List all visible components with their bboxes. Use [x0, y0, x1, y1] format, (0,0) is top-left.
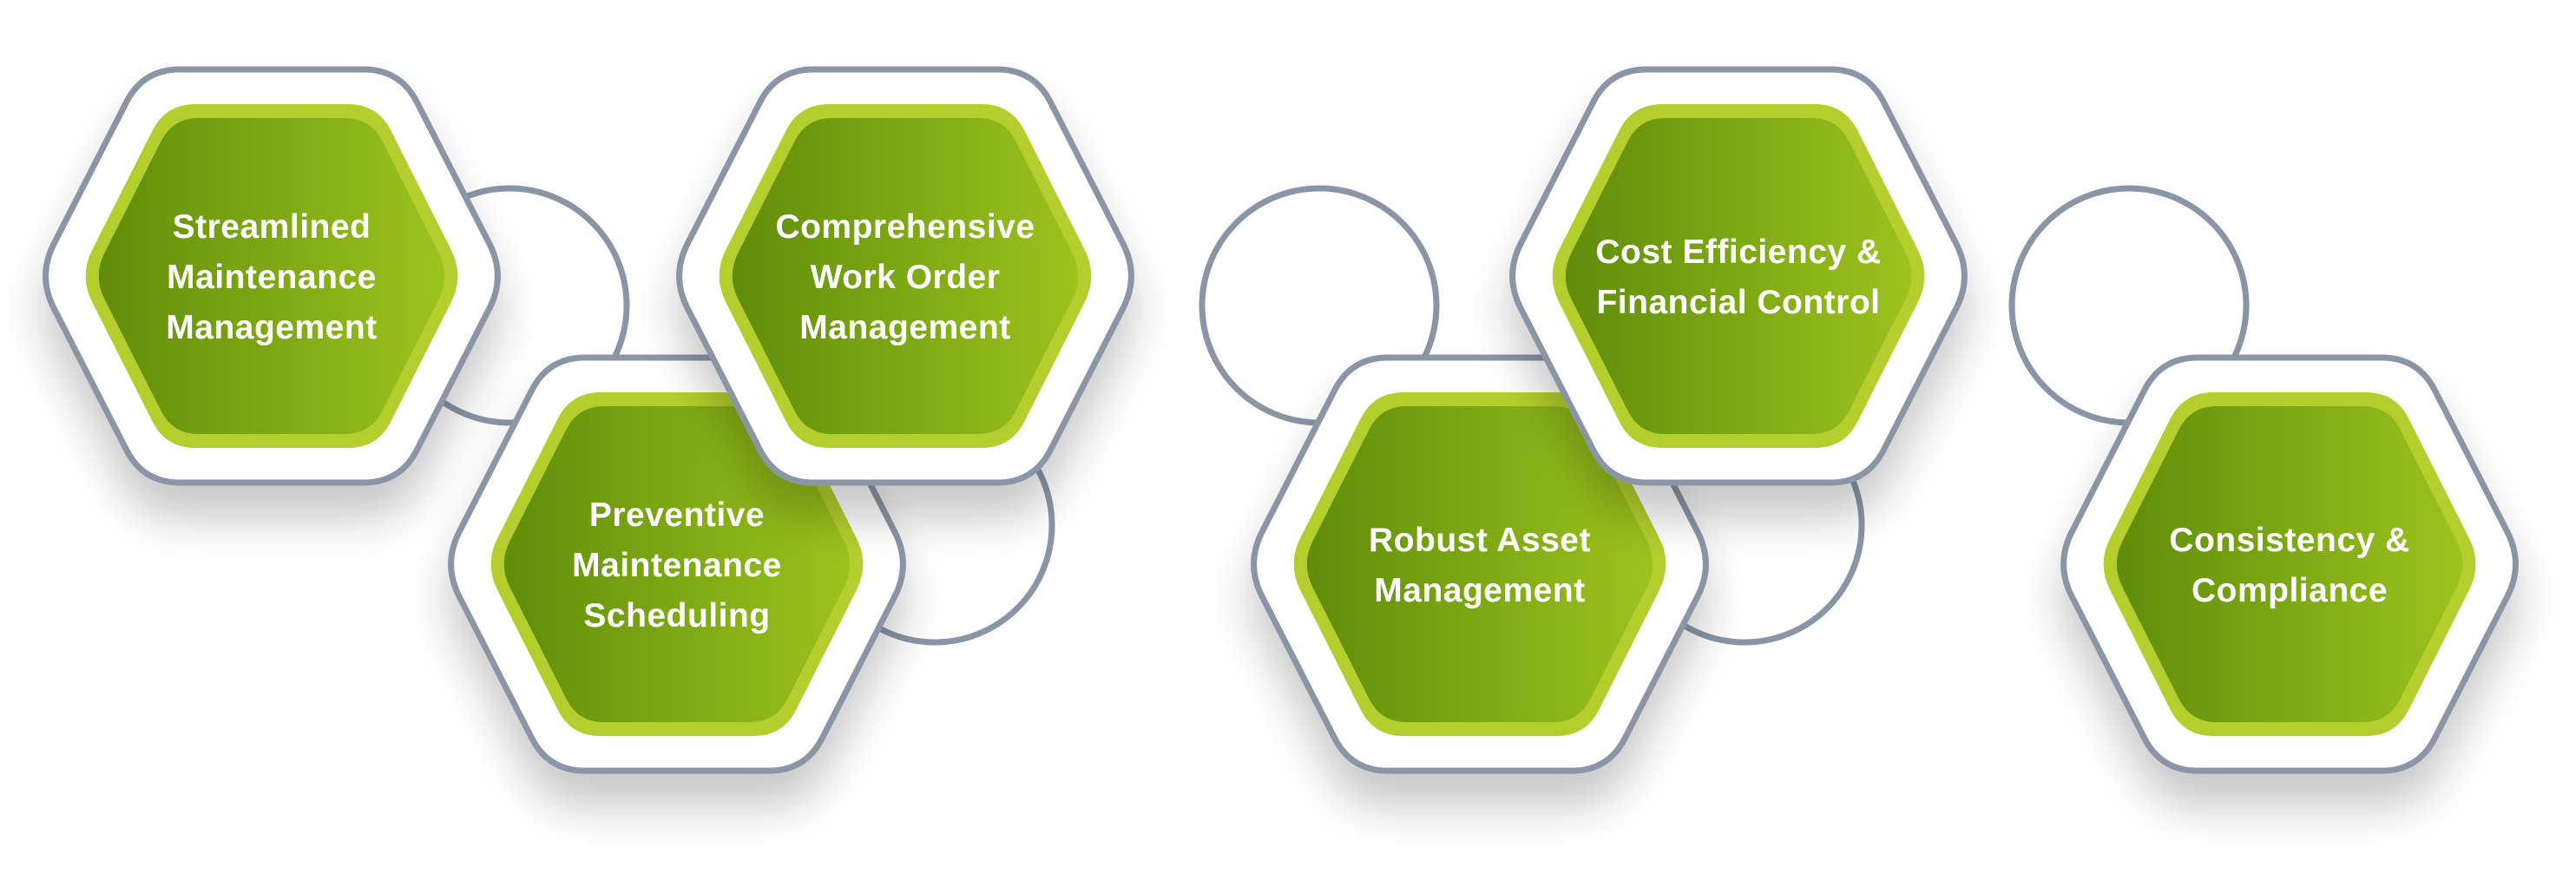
hexagon-body: [98, 118, 445, 434]
hexagon-body: [1306, 406, 1653, 722]
hexagon-item-5: Cost Efficiency &Financial Control: [1509, 66, 1968, 486]
hexagon-label: Cost Efficiency &Financial Control: [1595, 233, 1881, 321]
hexagon-label: Consistency &Compliance: [2169, 522, 2409, 609]
hexagon-body: [1565, 118, 1912, 434]
hexagon-item-6: Consistency &Compliance: [2060, 354, 2519, 774]
hexagon-body: [2116, 406, 2463, 722]
hexagon-body: [732, 118, 1079, 434]
hexagon-body: [503, 406, 851, 722]
